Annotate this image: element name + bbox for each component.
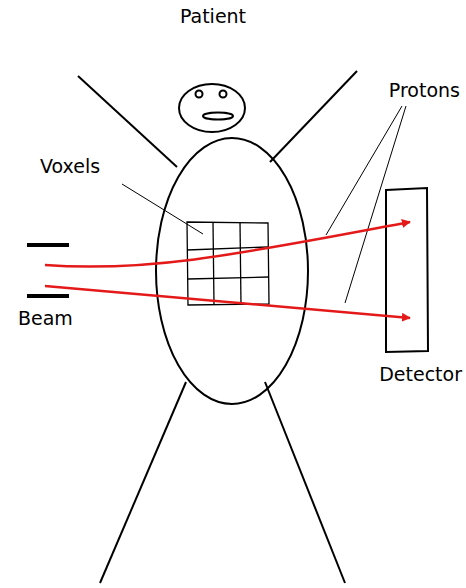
- beam-label: Beam: [18, 308, 73, 330]
- head: [179, 84, 245, 132]
- beam-collimator: [27, 243, 69, 247]
- eye: [220, 91, 227, 98]
- voxels-label: Voxels: [40, 156, 100, 178]
- arm: [270, 71, 357, 162]
- leader-line: [345, 106, 406, 303]
- leg: [100, 382, 186, 583]
- mouth: [203, 113, 233, 120]
- patient-label: Patient: [180, 6, 246, 28]
- leader-line: [326, 106, 402, 235]
- leg: [265, 382, 345, 583]
- detector-label: Detector: [379, 364, 462, 386]
- leader-line: [122, 184, 203, 234]
- proton-track: [45, 286, 410, 318]
- detector-plate: [386, 188, 428, 352]
- body: [156, 138, 308, 404]
- voxel-grid: [187, 222, 269, 305]
- beam-collimator: [27, 294, 69, 298]
- proton-track: [45, 222, 410, 267]
- eye: [196, 91, 203, 98]
- protons-label: Protons: [389, 80, 460, 102]
- arm: [78, 76, 177, 167]
